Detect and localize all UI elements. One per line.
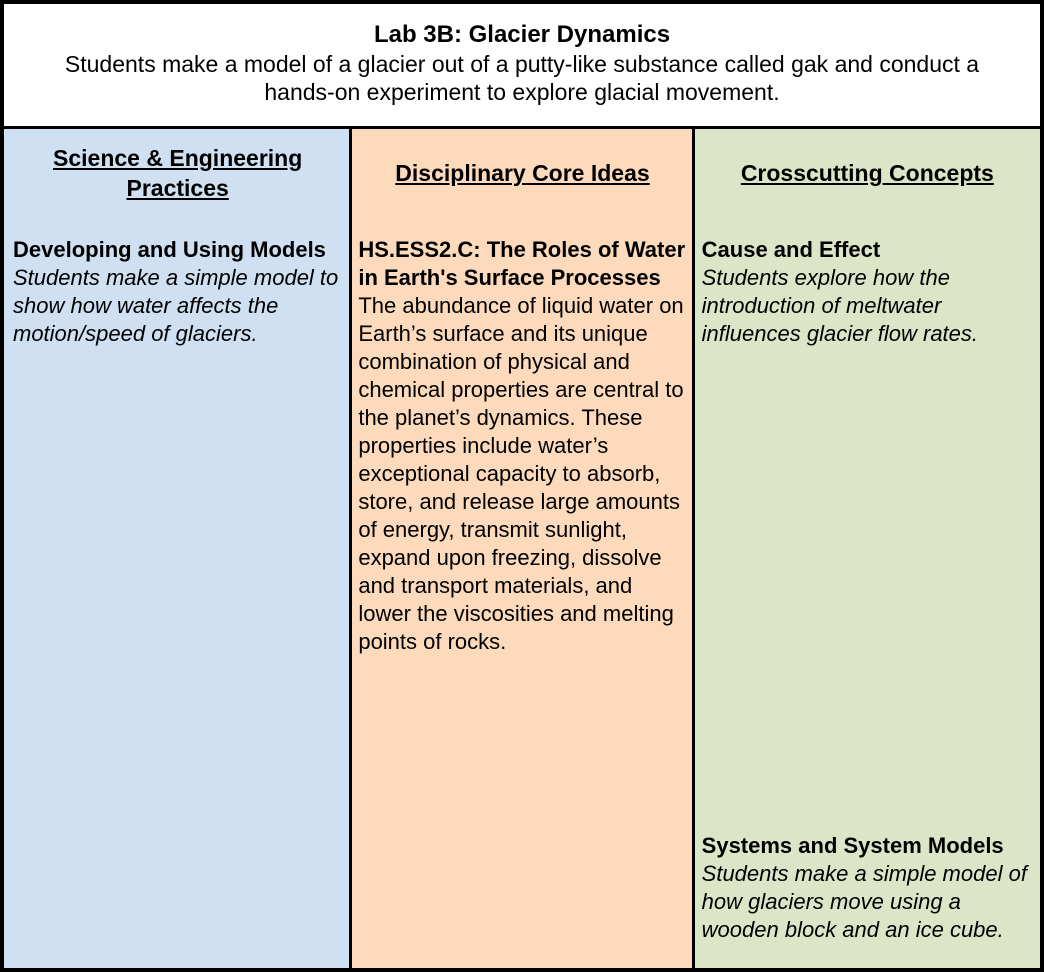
column-header-crosscutting: Crosscutting Concepts <box>702 129 1033 217</box>
column-crosscutting-concepts: Crosscutting Concepts Cause and Effect S… <box>694 129 1040 968</box>
cause-and-effect-block: Cause and Effect Students explore how th… <box>702 236 1033 348</box>
column-content-core-ideas: HS.ESS2.C: The Roles of Water in Earth's… <box>358 217 686 944</box>
cause-and-effect-body: Students explore how the introduction of… <box>701 265 979 346</box>
systems-block-heading: Systems and System Models <box>701 833 1004 858</box>
standards-columns: Science & Engineering Practices Developi… <box>4 129 1040 968</box>
column-content-practices: Developing and Using Models Students mak… <box>13 217 342 944</box>
title-block: Lab 3B: Glacier Dynamics Students make a… <box>4 4 1040 129</box>
column-header-core-ideas: Disciplinary Core Ideas <box>358 129 686 217</box>
practices-block-body: Students make a simple model to show how… <box>13 265 339 346</box>
practices-block-heading: Developing and Using Models <box>13 237 326 262</box>
core-ideas-block: HS.ESS2.C: The Roles of Water in Earth's… <box>358 236 686 656</box>
column-header-crosscutting-text: Crosscutting Concepts <box>740 160 994 186</box>
column-header-practices: Science & Engineering Practices <box>13 129 342 217</box>
lab-title: Lab 3B: Glacier Dynamics <box>373 21 671 48</box>
column-header-practices-text: Science & Engineering Practices <box>53 145 303 201</box>
lab-description: Students make a model of a glacier out o… <box>64 51 980 105</box>
core-ideas-block-body: The abundance of liquid water on Earth’s… <box>358 293 684 654</box>
column-content-crosscutting: Cause and Effect Students explore how th… <box>702 217 1033 944</box>
practices-block: Developing and Using Models Students mak… <box>13 236 342 348</box>
systems-block-body: Students make a simple model of how glac… <box>701 861 1027 942</box>
cause-and-effect-heading: Cause and Effect <box>701 237 881 262</box>
core-ideas-block-heading: HS.ESS2.C: The Roles of Water in Earth's… <box>358 237 686 290</box>
column-disciplinary-core-ideas: Disciplinary Core Ideas HS.ESS2.C: The R… <box>349 129 695 968</box>
systems-and-system-models-block: Systems and System Models Students make … <box>702 832 1033 944</box>
column-science-engineering-practices: Science & Engineering Practices Developi… <box>4 129 350 968</box>
column-header-core-ideas-text: Disciplinary Core Ideas <box>395 160 650 186</box>
